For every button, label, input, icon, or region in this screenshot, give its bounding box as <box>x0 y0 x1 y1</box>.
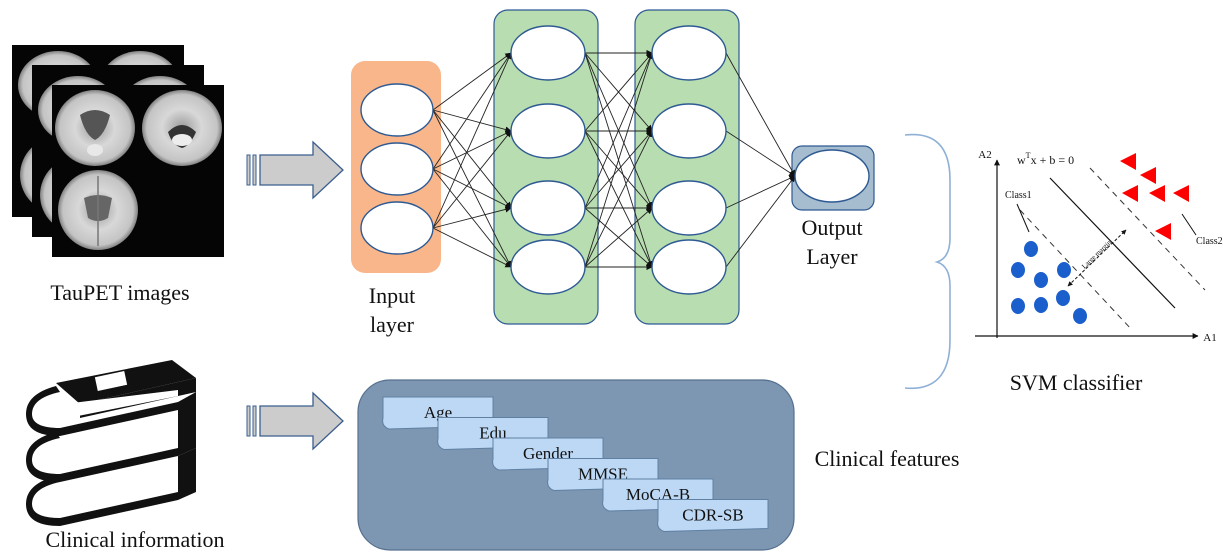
svm-class1-pointer <box>1016 203 1030 233</box>
network-connection <box>725 52 796 177</box>
hidden2-node <box>651 239 727 295</box>
input-node <box>360 201 434 255</box>
brain-scan-stack-icon <box>12 45 224 257</box>
svm-plot: A2 A1 wTx + b = 0 Large margin Class1 Cl… <box>975 149 1223 344</box>
hidden1-node <box>510 180 586 236</box>
network-nodes <box>360 25 870 295</box>
bracket-icon <box>904 133 951 390</box>
network-connection <box>432 52 512 111</box>
input-layer-label-line2: layer <box>370 312 415 337</box>
hidden-layer-1-panel <box>493 9 599 325</box>
class1-point <box>1011 262 1025 278</box>
network-connection <box>432 109 512 209</box>
network-connection <box>584 207 653 268</box>
taupet-images-label: TauPET images <box>50 280 189 305</box>
output-layer-label-line1: Output <box>801 215 862 240</box>
brain-slice-front <box>52 85 224 257</box>
network-connection <box>584 130 653 209</box>
clinical-information-label: Clinical information <box>45 527 224 552</box>
network-connection <box>725 130 796 177</box>
network-connections <box>432 49 796 271</box>
input-node <box>360 142 434 196</box>
network-connection <box>432 227 512 268</box>
network-connection <box>432 52 512 229</box>
input-node <box>360 83 434 137</box>
network-connection <box>432 109 512 133</box>
svm-class2-pointer <box>1181 213 1197 236</box>
hidden1-node <box>510 103 586 159</box>
svm-margin-line-class2 <box>1089 167 1206 291</box>
input-layer-label-line1: Input <box>369 283 415 308</box>
svm-margin-arrow <box>1067 229 1127 287</box>
hidden1-node <box>510 239 586 295</box>
neural-network <box>351 9 875 325</box>
output-layer-label-line2: Layer <box>806 244 858 269</box>
network-connection <box>432 130 512 170</box>
network-connection <box>584 52 654 268</box>
class1-points <box>1011 241 1087 324</box>
book-stack-icon <box>26 360 196 526</box>
class2-point <box>1120 153 1136 170</box>
hidden-layer-2-panel <box>634 9 740 325</box>
network-connection <box>725 175 796 209</box>
class1-point <box>1011 298 1025 314</box>
network-connection <box>584 52 653 209</box>
class2-point <box>1155 223 1171 240</box>
class1-point <box>1057 262 1071 278</box>
svm-y-axis-label: A2 <box>978 149 991 161</box>
network-connection <box>584 52 653 132</box>
clinical-feature-tag: CDR-SB <box>657 499 769 533</box>
svm-x-axis-label: A1 <box>1203 332 1216 344</box>
svm-class1-label: Class1 <box>1005 190 1032 201</box>
svm-hyperplane-equation: wTx + b = 0 <box>1017 151 1074 167</box>
class1-point <box>1034 272 1048 288</box>
network-connection <box>725 175 796 268</box>
clinical-feature-tag-shape <box>657 499 769 533</box>
class2-points <box>1120 153 1189 240</box>
svm-classifier-label: SVM classifier <box>1010 370 1143 395</box>
class2-point <box>1149 185 1165 202</box>
network-connection <box>432 168 512 209</box>
class1-point <box>1024 241 1038 257</box>
network-connection <box>432 52 512 170</box>
output-node <box>794 149 870 203</box>
hidden2-node <box>651 180 727 236</box>
clinical-features-label: Clinical features <box>815 446 960 471</box>
block-arrow-icon <box>246 140 344 200</box>
hidden2-node <box>651 25 727 81</box>
network-connection <box>432 130 512 229</box>
hidden2-node <box>651 103 727 159</box>
hidden1-node <box>510 25 586 81</box>
class2-point <box>1122 185 1138 202</box>
block-arrow-icon <box>246 391 344 451</box>
class2-point <box>1173 185 1189 202</box>
class1-point <box>1056 290 1070 306</box>
svm-class2-label: Class2 <box>1196 236 1223 247</box>
class2-point <box>1140 167 1156 184</box>
network-connection <box>584 130 653 268</box>
class1-point <box>1073 308 1087 324</box>
network-connection <box>432 206 512 229</box>
svm-margin-label: Large margin <box>1080 238 1113 270</box>
class1-point <box>1034 297 1048 313</box>
clinical-feature-tag-label: CDR-SB <box>682 506 743 525</box>
